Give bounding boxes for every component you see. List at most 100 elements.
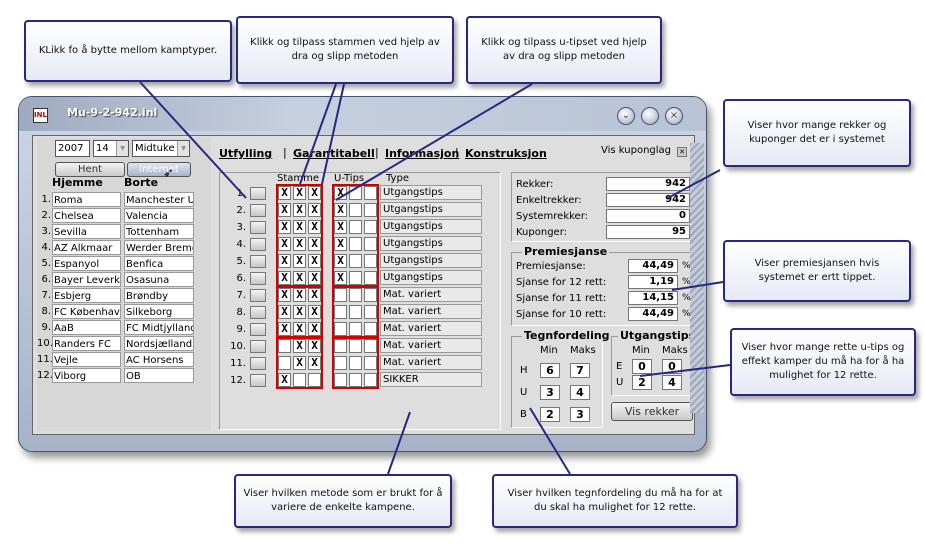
stamme-cell[interactable]: X bbox=[308, 186, 321, 200]
away-team[interactable]: OB bbox=[124, 368, 194, 383]
utips-cell[interactable] bbox=[364, 339, 377, 353]
stamme-cell[interactable]: X bbox=[278, 237, 291, 251]
stamme-cell[interactable]: X bbox=[308, 220, 321, 234]
stamme-cell[interactable]: X bbox=[308, 305, 321, 319]
stamme-cell[interactable]: X bbox=[278, 271, 291, 285]
utg-e-min[interactable]: 0 bbox=[632, 359, 652, 374]
row-button[interactable] bbox=[250, 306, 266, 319]
home-team[interactable]: Esbjerg bbox=[52, 288, 121, 303]
utg-e-max[interactable]: 0 bbox=[662, 359, 682, 374]
year-select[interactable]: 2007 bbox=[55, 140, 90, 157]
stamme-cell[interactable]: X bbox=[308, 322, 321, 336]
stamme-cell[interactable] bbox=[308, 373, 321, 387]
home-team[interactable]: Randers FC bbox=[52, 336, 121, 351]
stamme-cell[interactable]: X bbox=[278, 186, 291, 200]
stamme-cell[interactable]: X bbox=[278, 322, 291, 336]
utips-cell[interactable] bbox=[364, 356, 377, 370]
tegn-h-min[interactable]: 6 bbox=[540, 363, 560, 378]
utips-cell[interactable] bbox=[349, 339, 362, 353]
row-button[interactable] bbox=[250, 289, 266, 302]
period-select[interactable]: Midtuke▼ bbox=[132, 140, 190, 157]
internet-button[interactable]: Internet bbox=[127, 162, 191, 177]
tegn-h-max[interactable]: 7 bbox=[570, 363, 590, 378]
utips-cell[interactable] bbox=[349, 288, 362, 302]
stamme-cell[interactable]: X bbox=[278, 254, 291, 268]
stamme-cell[interactable]: X bbox=[293, 271, 306, 285]
away-team[interactable]: Tottenham bbox=[124, 224, 194, 239]
away-team[interactable]: Werder Breme bbox=[124, 240, 194, 255]
tegn-u-min[interactable]: 3 bbox=[540, 385, 560, 400]
chevron-down-icon[interactable]: ▼ bbox=[116, 141, 128, 156]
utg-u-max[interactable]: 4 bbox=[662, 375, 682, 390]
home-team[interactable]: Vejle bbox=[52, 352, 121, 367]
utips-cell[interactable] bbox=[334, 373, 347, 387]
utips-cell[interactable]: X bbox=[334, 237, 347, 251]
stamme-cell[interactable]: X bbox=[293, 305, 306, 319]
stamme-cell[interactable]: X bbox=[278, 288, 291, 302]
utips-cell[interactable] bbox=[364, 254, 377, 268]
minimize-icon[interactable]: ⌄ bbox=[617, 107, 635, 125]
utips-cell[interactable] bbox=[349, 271, 362, 285]
row-button[interactable] bbox=[250, 255, 266, 268]
stamme-cell[interactable]: X bbox=[308, 203, 321, 217]
row-button[interactable] bbox=[250, 187, 266, 200]
stamme-cell[interactable]: X bbox=[293, 356, 306, 370]
away-team[interactable]: Manchester U bbox=[124, 192, 194, 207]
utips-cell[interactable]: X bbox=[334, 220, 347, 234]
utips-cell[interactable] bbox=[364, 203, 377, 217]
home-team[interactable]: FC København bbox=[52, 304, 121, 319]
utips-cell[interactable] bbox=[349, 203, 362, 217]
stamme-cell[interactable] bbox=[278, 356, 291, 370]
utips-cell[interactable] bbox=[334, 305, 347, 319]
row-button[interactable] bbox=[250, 340, 266, 353]
vis-kuponglag-checkbox[interactable]: ✕ bbox=[677, 147, 687, 157]
away-team[interactable]: Valencia bbox=[124, 208, 194, 223]
stamme-cell[interactable]: X bbox=[293, 220, 306, 234]
stamme-cell[interactable]: X bbox=[278, 220, 291, 234]
stamme-cell[interactable]: X bbox=[308, 254, 321, 268]
utips-cell[interactable] bbox=[349, 305, 362, 319]
row-button[interactable] bbox=[250, 357, 266, 370]
stamme-cell[interactable]: X bbox=[293, 254, 306, 268]
away-team[interactable]: Silkeborg bbox=[124, 304, 194, 319]
row-button[interactable] bbox=[250, 374, 266, 387]
utips-cell[interactable] bbox=[364, 373, 377, 387]
stamme-cell[interactable]: X bbox=[293, 322, 306, 336]
stamme-cell[interactable] bbox=[278, 339, 291, 353]
utips-cell[interactable]: X bbox=[334, 271, 347, 285]
away-team[interactable]: Nordsjælland bbox=[124, 336, 194, 351]
stamme-cell[interactable]: X bbox=[278, 203, 291, 217]
stamme-cell[interactable]: X bbox=[308, 339, 321, 353]
home-team[interactable]: Chelsea bbox=[52, 208, 121, 223]
close-icon[interactable]: × bbox=[665, 107, 683, 125]
utips-cell[interactable] bbox=[364, 237, 377, 251]
utips-cell[interactable] bbox=[364, 305, 377, 319]
stamme-cell[interactable]: X bbox=[293, 288, 306, 302]
away-team[interactable]: FC Midtjylland bbox=[124, 320, 194, 335]
utips-cell[interactable] bbox=[349, 254, 362, 268]
stamme-cell[interactable]: X bbox=[293, 237, 306, 251]
title-bar[interactable]: INL Mu-9-2-942.inl ⌄ × bbox=[19, 97, 706, 131]
stamme-cell[interactable]: X bbox=[278, 373, 291, 387]
utg-u-min[interactable]: 2 bbox=[632, 375, 652, 390]
tab-utfylling[interactable]: Utfylling bbox=[219, 147, 273, 160]
stamme-cell[interactable]: X bbox=[308, 271, 321, 285]
utips-cell[interactable] bbox=[349, 322, 362, 336]
tab-konstruksjon[interactable]: Konstruksjon bbox=[465, 147, 547, 160]
utips-cell[interactable]: X bbox=[334, 254, 347, 268]
stamme-cell[interactable] bbox=[293, 373, 306, 387]
row-button[interactable] bbox=[250, 238, 266, 251]
stamme-cell[interactable]: X bbox=[293, 203, 306, 217]
away-team[interactable]: Brøndby bbox=[124, 288, 194, 303]
utips-cell[interactable] bbox=[364, 288, 377, 302]
utips-cell[interactable] bbox=[364, 271, 377, 285]
away-team[interactable]: AC Horsens bbox=[124, 352, 194, 367]
row-button[interactable] bbox=[250, 221, 266, 234]
utips-cell[interactable] bbox=[349, 356, 362, 370]
away-team[interactable]: Osasuna bbox=[124, 272, 194, 287]
